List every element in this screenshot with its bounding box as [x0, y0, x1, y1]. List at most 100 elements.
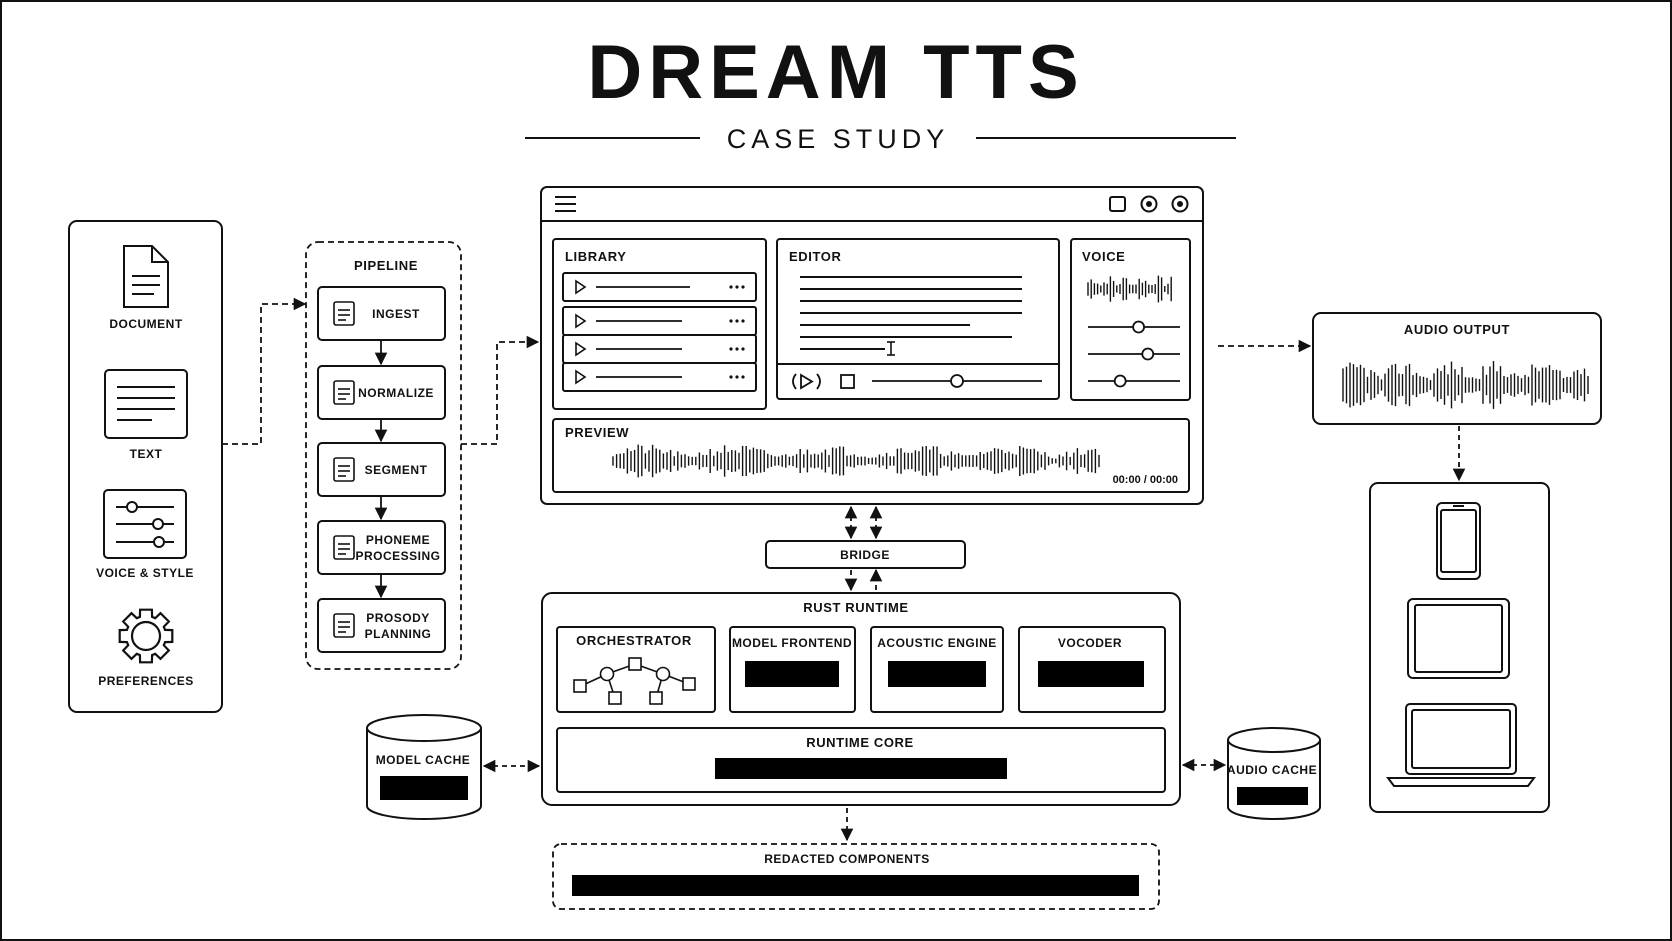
connector-inputs-pipeline — [222, 297, 307, 445]
pipeline-panel: PIPELINE INGEST NORMALIZE SEGMENT PHONEME PR… — [305, 241, 462, 670]
runtime-core-label: RUNTIME CORE — [806, 735, 914, 750]
sliders-icon — [103, 489, 187, 559]
gear-icon — [118, 608, 174, 664]
redaction-bar — [1038, 661, 1144, 687]
voice-slider[interactable] — [1088, 320, 1180, 334]
orchestrator-box: ORCHESTRATOR — [556, 626, 716, 713]
play-icon[interactable] — [575, 369, 587, 385]
redaction-bar — [572, 875, 1139, 896]
hamburger-menu-icon[interactable] — [555, 196, 576, 212]
pipeline-step: NORMALIZE — [317, 365, 446, 420]
runtime-core-box: RUNTIME CORE — [556, 727, 1166, 793]
disc-icon[interactable] — [1140, 195, 1158, 213]
model-frontend-label: MODEL FRONTEND — [732, 636, 852, 650]
pipeline-step: PHONEME PROCESSING — [317, 520, 446, 575]
redaction-bar — [380, 776, 468, 800]
pipeline-step-icon — [333, 613, 355, 638]
pipeline-step-label: INGEST — [372, 307, 420, 321]
pipeline-step-label: SEGMENT — [365, 463, 428, 477]
rust-runtime-panel: RUST RUNTIME ORCHESTRATOR — [541, 592, 1181, 806]
model-frontend-box: MODEL FRONTEND — [729, 626, 856, 713]
voice-slider[interactable] — [1088, 347, 1180, 361]
audio-output-panel: AUDIO OUTPUT — [1312, 312, 1602, 425]
target-icon[interactable] — [1171, 195, 1189, 213]
document-icon — [123, 245, 169, 308]
voice-slider-knob[interactable] — [1132, 320, 1145, 334]
page-title: DREAM TTS — [587, 30, 1084, 115]
input-label-preferences: PREFERENCES — [98, 674, 194, 688]
library-row[interactable] — [562, 362, 757, 392]
editor-seek-knob[interactable] — [950, 374, 964, 388]
editor-text-lines[interactable] — [800, 276, 1022, 350]
text-cursor-icon — [887, 341, 895, 356]
inputs-panel: DOCUMENT TEXT VOICE & STYLE PREFERENCES — [68, 220, 223, 713]
audio-cache-cylinder: AUDIO CACHE — [1227, 727, 1321, 820]
pipeline-step-label: PHONEME — [366, 533, 430, 547]
library-title: LIBRARY — [565, 249, 627, 264]
tablet-icon — [1407, 598, 1510, 679]
pipeline-step: INGEST — [317, 286, 446, 341]
pipeline-step-label: PROCESSING — [355, 549, 440, 563]
pipeline-step: SEGMENT — [317, 442, 446, 497]
voice-waveform — [1087, 275, 1172, 303]
library-row[interactable] — [562, 334, 757, 364]
editor-title: EDITOR — [789, 249, 841, 264]
pipeline-title: PIPELINE — [354, 258, 418, 273]
model-cache-label: MODEL CACHE — [376, 753, 471, 767]
bridge-label: BRIDGE — [840, 548, 890, 562]
play-icon[interactable] — [575, 313, 587, 329]
voice-slider-knob[interactable] — [1113, 374, 1127, 388]
vocoder-label: VOCODER — [1058, 636, 1122, 650]
acoustic-engine-box: ACOUSTIC ENGINE — [870, 626, 1004, 713]
more-icon[interactable] — [729, 319, 745, 323]
app-window: LIBRARY EDITOR — [540, 186, 1204, 505]
library-row[interactable] — [562, 306, 757, 336]
pipeline-step-label: PLANNING — [365, 627, 432, 641]
more-icon[interactable] — [729, 347, 745, 351]
play-icon[interactable] — [575, 279, 587, 295]
connector-app-bridge — [844, 505, 883, 540]
window-icon[interactable] — [1109, 196, 1126, 212]
preview-time: 00:00 / 00:00 — [1113, 474, 1178, 486]
library-row[interactable] — [562, 272, 757, 302]
voice-slider-knob[interactable] — [1141, 347, 1155, 361]
voice-title: VOICE — [1082, 249, 1125, 264]
pipeline-step-label: PROSODY — [366, 611, 430, 625]
bridge-box: BRIDGE — [765, 540, 966, 569]
redaction-bar — [888, 661, 986, 687]
more-icon[interactable] — [729, 285, 745, 289]
orchestrator-label: ORCHESTRATOR — [576, 633, 692, 648]
input-label-text: TEXT — [130, 447, 163, 461]
page-subtitle: CASE STUDY — [727, 124, 950, 154]
redaction-bar — [1237, 787, 1308, 805]
vocoder-box: VOCODER — [1018, 626, 1166, 713]
redacted-components-panel: REDACTED COMPONENTS — [552, 843, 1160, 910]
voice-panel: VOICE — [1070, 238, 1191, 401]
graph-icon — [573, 657, 696, 705]
preview-waveform — [612, 444, 1100, 478]
redacted-label: REDACTED COMPONENTS — [764, 852, 930, 866]
devices-panel — [1369, 482, 1550, 813]
preview-panel: PREVIEW 00:00 / 00:00 — [552, 418, 1190, 493]
laptop-icon — [1386, 703, 1536, 787]
preview-title: PREVIEW — [565, 425, 629, 440]
stop-button[interactable] — [840, 374, 855, 389]
text-icon — [104, 369, 188, 439]
play-icon[interactable] — [575, 341, 587, 357]
audio-cache-label: AUDIO CACHE — [1227, 763, 1317, 777]
pipeline-step-icon — [333, 535, 355, 560]
acoustic-engine-label: ACOUSTIC ENGINE — [877, 636, 997, 650]
connector-bridge-runtime — [844, 568, 883, 592]
more-icon[interactable] — [729, 375, 745, 379]
connector-pipeline-app — [461, 335, 540, 445]
editor-panel: EDITOR — [776, 238, 1060, 400]
play-button[interactable] — [792, 373, 821, 390]
output-waveform — [1342, 361, 1589, 409]
redaction-bar — [745, 661, 839, 687]
pipeline-step-icon — [333, 380, 355, 405]
redaction-bar — [715, 758, 1007, 779]
voice-slider[interactable] — [1088, 374, 1180, 388]
pipeline-step-icon — [333, 301, 355, 326]
pipeline-step: PROSODY PLANNING — [317, 598, 446, 653]
